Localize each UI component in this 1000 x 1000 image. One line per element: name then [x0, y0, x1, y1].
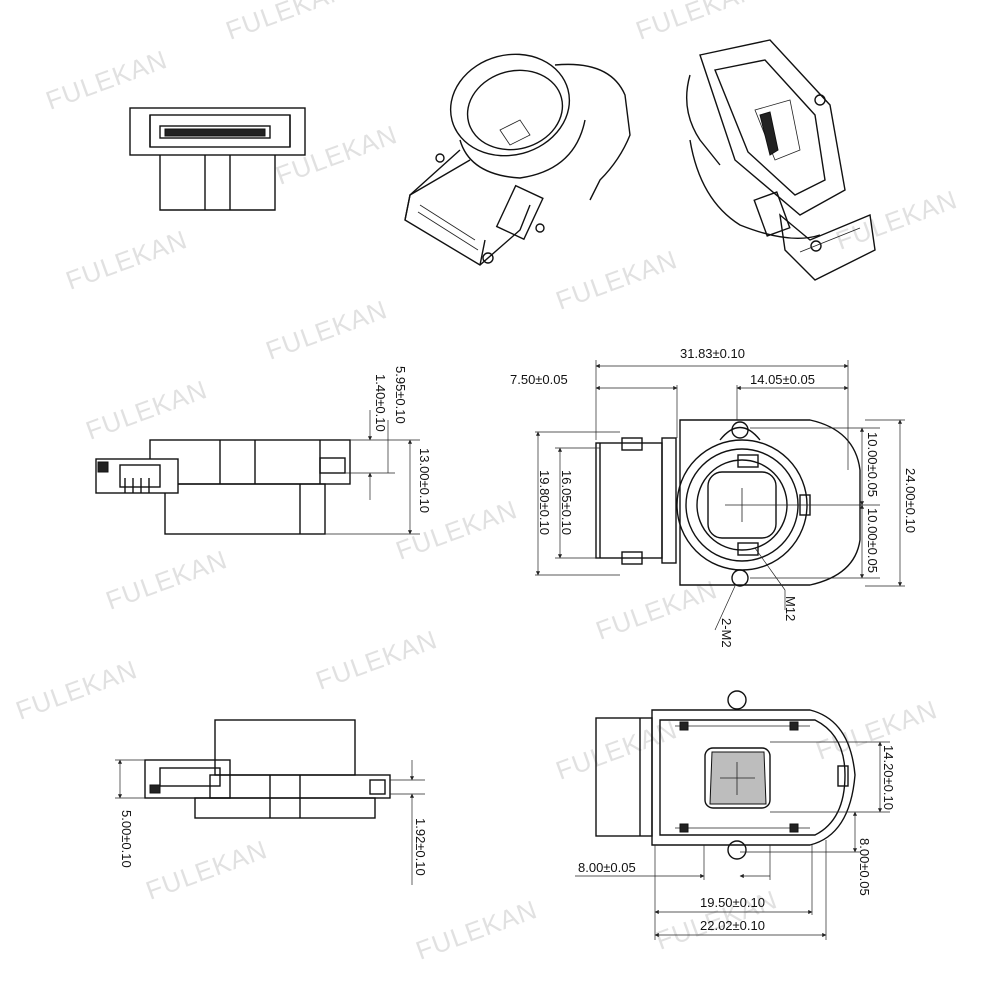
- watermark: FULEKAN: [42, 44, 172, 116]
- dim-bottom-window: 14.20±0.10: [881, 745, 896, 810]
- front-view: 5.00±0.10 1.92±0.10: [115, 719, 428, 885]
- watermark: FULEKAN: [552, 244, 682, 316]
- watermark: FULEKAN: [262, 294, 392, 366]
- watermark: FULEKAN: [412, 894, 542, 966]
- isometric-view-lens-side: [404, 53, 631, 266]
- watermark: FULEKAN: [82, 374, 212, 446]
- watermark: FULEKAN: [142, 834, 272, 906]
- dim-front-step: 1.92±0.10: [413, 818, 428, 876]
- dim-bottom-left-offset: 8.00±0.05: [578, 860, 636, 875]
- dim-side-step: 1.40±0.10: [373, 374, 388, 432]
- dim-bottom-total-width: 22.02±0.10: [700, 918, 765, 933]
- watermark: FULEKAN: [392, 494, 522, 566]
- dim-front-height: 5.00±0.10: [119, 810, 134, 868]
- watermark: FULEKAN: [632, 0, 762, 46]
- dim-top-half-upper: 10.00±0.05: [865, 432, 880, 497]
- watermark: FULEKAN: [552, 714, 682, 786]
- dim-top-left-offset: 7.50±0.05: [510, 372, 568, 387]
- watermark: FULEKAN: [312, 624, 442, 696]
- dim-bottom-right-offset: 8.00±0.05: [857, 838, 872, 896]
- dim-top-right-offset: 14.05±0.05: [750, 372, 815, 387]
- isometric-view-sensor-side: [685, 39, 876, 281]
- watermark: FULEKAN: [832, 184, 962, 256]
- watermark: FULEKAN: [102, 544, 232, 616]
- side-view: 5.95±0.10 1.40±0.10 13.00±0.10: [95, 366, 432, 535]
- dim-bottom-inner-width: 19.50±0.10: [700, 895, 765, 910]
- dim-top-outer-height: 19.80±0.10: [537, 470, 552, 535]
- watermark: FULEKAN: [812, 694, 942, 766]
- dim-top-total-height: 24.00±0.10: [903, 468, 918, 533]
- watermark: FULEKAN: [222, 0, 352, 46]
- bottom-view: 14.20±0.10 8.00±0.05 8.00±0.05 19.50±0.1…: [575, 690, 896, 940]
- watermark: FULEKAN: [12, 654, 142, 726]
- dim-top-width: 31.83±0.10: [680, 346, 745, 361]
- dim-top-inner-height: 16.05±0.10: [559, 470, 574, 535]
- dim-top-half-lower: 10.00±0.05: [865, 508, 880, 573]
- dim-side-body: 13.00±0.10: [417, 448, 432, 513]
- front-view-small: [129, 107, 306, 211]
- label-mount-thread: M12: [783, 596, 798, 621]
- watermark: FULEKAN: [62, 224, 192, 296]
- top-view: 31.83±0.10 7.50±0.05 14.05±0.05 19.80±0.…: [510, 346, 918, 648]
- dim-side-height-total: 5.95±0.10: [393, 366, 408, 424]
- label-screw-holes: 2-M2: [719, 618, 734, 648]
